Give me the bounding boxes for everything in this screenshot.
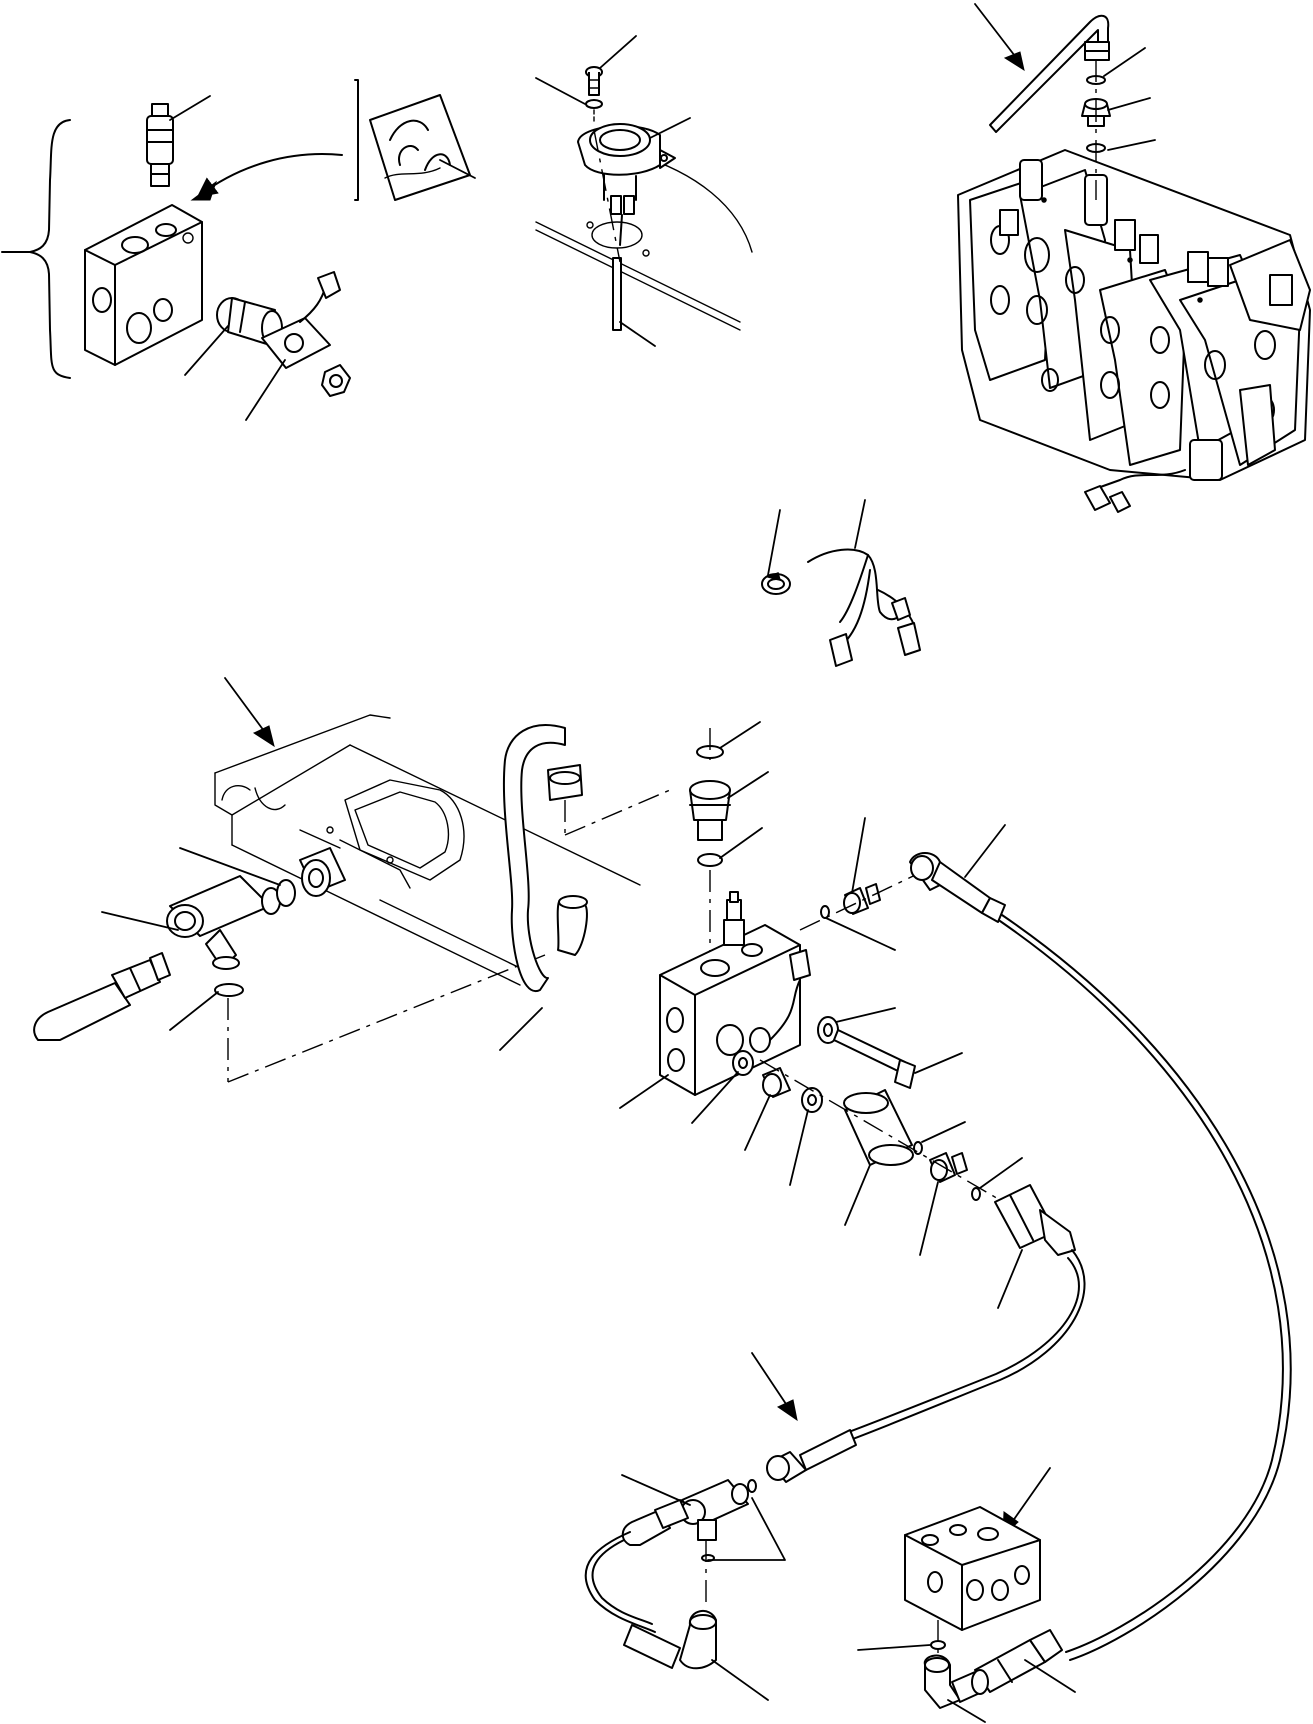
leader-line bbox=[1104, 48, 1145, 76]
hose-clamp bbox=[762, 573, 790, 594]
leader-line bbox=[170, 992, 218, 1030]
center-line bbox=[565, 790, 670, 835]
arrow-lower-center bbox=[752, 1353, 797, 1420]
leader-line bbox=[102, 912, 178, 930]
bolt bbox=[834, 1030, 915, 1088]
hose-end-lower-left bbox=[623, 1500, 688, 1545]
o-ring-small-lower-2 bbox=[972, 1188, 980, 1200]
center-line bbox=[760, 1060, 1000, 1200]
frame-section bbox=[215, 715, 640, 985]
adapter-right-upper bbox=[844, 884, 880, 914]
o-ring-small-right bbox=[821, 906, 829, 918]
leader-line bbox=[1108, 140, 1155, 150]
steel-tube-lower bbox=[800, 1430, 856, 1470]
leader-line bbox=[1025, 1660, 1075, 1692]
float-rod bbox=[613, 258, 621, 330]
leader-line bbox=[185, 326, 228, 375]
valve-block-center bbox=[660, 892, 800, 1095]
brace-bracket bbox=[2, 120, 70, 378]
leader-line bbox=[768, 510, 780, 575]
elbow-hose-fitting-right bbox=[910, 853, 1005, 922]
tee-fitting-left bbox=[167, 876, 280, 969]
adapter-frame bbox=[300, 848, 345, 896]
leader-line bbox=[1108, 98, 1150, 110]
label-plate-with-wire bbox=[262, 272, 350, 396]
sender-unit bbox=[578, 124, 675, 245]
leader-line bbox=[500, 1008, 542, 1050]
leader-line bbox=[998, 1250, 1022, 1308]
washer-center-lower-2 bbox=[802, 1088, 822, 1112]
center-line bbox=[228, 955, 545, 1082]
adapter-lower-right bbox=[930, 1153, 967, 1182]
leader-line bbox=[922, 1122, 965, 1142]
leader-line bbox=[620, 322, 655, 346]
leader-line bbox=[170, 96, 210, 120]
leader-line bbox=[980, 1158, 1022, 1188]
o-ring-tee bbox=[215, 880, 295, 996]
leader-line bbox=[845, 1165, 870, 1225]
leader-line bbox=[915, 1053, 962, 1073]
cartridge-valve-top bbox=[147, 104, 173, 186]
leader-line bbox=[858, 1645, 930, 1650]
adapter-center bbox=[690, 781, 730, 840]
hose-loop-lower bbox=[586, 1532, 655, 1632]
leader-line bbox=[650, 118, 690, 138]
leader-line bbox=[836, 1008, 895, 1022]
hose-fitting-manifold bbox=[972, 1630, 1062, 1694]
hose-end-left bbox=[34, 953, 170, 1040]
leader-line bbox=[948, 1700, 985, 1722]
leader-line bbox=[728, 772, 768, 798]
tee-fitting-lower bbox=[681, 1480, 748, 1540]
adapter-center-lower bbox=[763, 1068, 790, 1097]
washer-center-lower bbox=[733, 1051, 753, 1075]
leader-line bbox=[708, 1498, 785, 1560]
leader-line bbox=[855, 500, 865, 548]
leader-line bbox=[720, 722, 760, 748]
manifold-block bbox=[905, 1507, 1040, 1630]
leader-line bbox=[180, 848, 280, 885]
mounting-plate bbox=[536, 150, 752, 330]
screw-and-washer bbox=[586, 67, 602, 124]
arrow-top-right bbox=[975, 4, 1024, 70]
pipe-top-right bbox=[990, 16, 1109, 132]
caution-decal-callout bbox=[192, 80, 475, 200]
leader-line bbox=[246, 360, 285, 420]
leader-line bbox=[745, 1095, 770, 1150]
o-ring-small-lower bbox=[914, 1142, 922, 1154]
nut-lower bbox=[767, 1452, 806, 1482]
spacer-sleeve bbox=[844, 1090, 913, 1165]
arrow-frame bbox=[225, 678, 274, 746]
leader-line bbox=[620, 1075, 668, 1108]
hose-fitting-lower bbox=[995, 1185, 1075, 1255]
leader-line bbox=[852, 818, 865, 893]
steel-tube-center bbox=[504, 725, 587, 991]
center-line bbox=[800, 868, 930, 930]
o-ring-center-lower bbox=[698, 854, 722, 866]
o-ring-lower-tee bbox=[702, 1480, 756, 1561]
hose-long-right bbox=[1000, 915, 1291, 1660]
control-valve-assembly bbox=[958, 150, 1310, 512]
leader-line bbox=[536, 78, 585, 104]
o-ring-manifold bbox=[931, 1641, 945, 1649]
leader-line bbox=[790, 1110, 808, 1185]
leader-line bbox=[712, 1660, 768, 1700]
leader-line bbox=[965, 825, 1005, 877]
leader-line bbox=[920, 1182, 938, 1255]
valve-block-upper-left bbox=[85, 205, 202, 365]
leader-line bbox=[600, 36, 636, 68]
wiring-harness bbox=[808, 550, 920, 666]
solenoid-connector-center bbox=[770, 950, 810, 1040]
leader-line bbox=[826, 918, 895, 950]
center-line bbox=[594, 130, 620, 262]
leader-line bbox=[692, 1072, 738, 1123]
hose-short-lower bbox=[846, 1250, 1085, 1440]
elbow-fitting-lower-left bbox=[624, 1611, 716, 1668]
leader-line bbox=[720, 828, 762, 858]
